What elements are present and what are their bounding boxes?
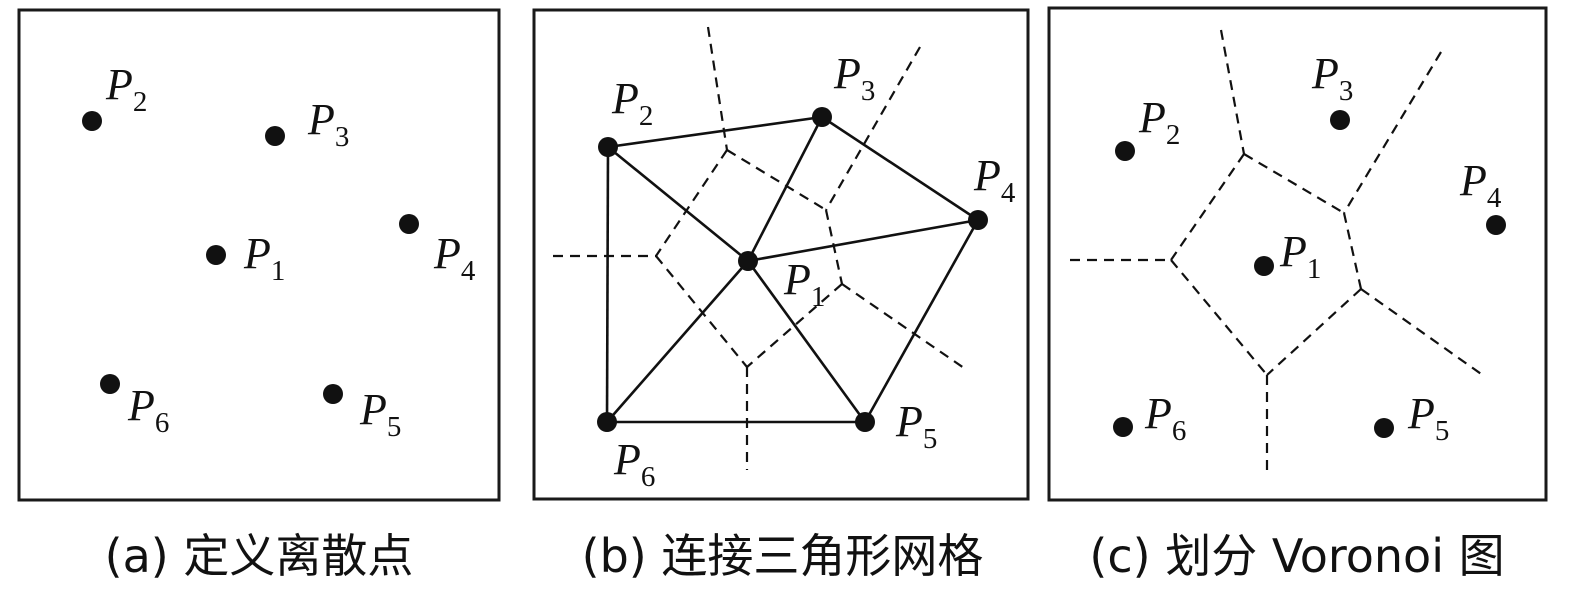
point-p4 — [1486, 215, 1506, 235]
voronoi-edge — [1342, 212, 1363, 290]
voronoi-edge — [1170, 153, 1245, 261]
panel-a-frame — [17, 8, 501, 502]
triangle-edge — [821, 115, 979, 222]
voronoi-edge — [825, 46, 921, 211]
triangle-edge — [746, 116, 824, 262]
voronoi-edge — [746, 283, 843, 368]
label-p4: P4 — [1459, 156, 1502, 214]
label-p6: P6 — [613, 435, 655, 493]
point-p1 — [738, 251, 758, 271]
voronoi-edge — [655, 149, 728, 257]
label-p1: P1 — [783, 255, 825, 313]
label-p3: P3 — [833, 49, 875, 107]
point-p2 — [82, 111, 102, 131]
point-p4 — [399, 214, 419, 234]
voronoi-edge — [1170, 259, 1268, 376]
point-p3 — [1330, 110, 1350, 130]
voronoi-edge — [1243, 153, 1345, 214]
point-p2 — [1115, 141, 1135, 161]
panel-b: P2 P3 P4 P1 P6 P5 — [532, 8, 1030, 501]
caption-panel-a: (a) 定义离散点 — [104, 529, 414, 583]
triangle-edge — [607, 145, 749, 263]
triangle-edge — [747, 218, 979, 263]
voronoi-edge — [1360, 288, 1485, 377]
caption-panel-c: (c) 划分 Voronoi 图 — [1089, 529, 1505, 583]
point-p6 — [597, 412, 617, 432]
panel-c: P2 P3 P4 P1 P6 P5 — [1047, 6, 1548, 502]
triangle-edge — [863, 219, 980, 423]
label-p2: P2 — [1138, 93, 1180, 151]
panel-a: P2 P3 P1 P4 P6 P5 — [17, 8, 501, 502]
label-p5: P5 — [359, 385, 401, 443]
voronoi-edge — [1266, 288, 1362, 376]
point-p2 — [598, 137, 618, 157]
panel-c-frame — [1047, 6, 1548, 502]
point-p6 — [100, 374, 120, 394]
point-p6 — [1113, 417, 1133, 437]
point-p1 — [206, 245, 226, 265]
label-p5: P5 — [1407, 389, 1449, 447]
label-p3: P3 — [1311, 49, 1353, 107]
label-p4: P4 — [973, 151, 1016, 209]
point-p3 — [265, 126, 285, 146]
label-p6: P6 — [127, 381, 169, 439]
label-p2: P2 — [611, 74, 653, 132]
triangle-edge — [607, 115, 823, 149]
label-p3: P3 — [307, 95, 349, 153]
point-p4 — [968, 210, 988, 230]
triangle-edge — [606, 260, 749, 423]
point-p5 — [855, 412, 875, 432]
label-p4: P4 — [433, 229, 476, 287]
label-p6: P6 — [1144, 389, 1186, 447]
point-p3 — [812, 107, 832, 127]
label-p1: P1 — [1279, 227, 1321, 285]
point-p5 — [323, 384, 343, 404]
label-p1: P1 — [243, 229, 285, 287]
voronoi-edge — [655, 255, 748, 368]
voronoi-edge — [841, 283, 965, 369]
caption-panel-b: (b) 连接三角形网格 — [581, 529, 984, 583]
triangle-edge — [605, 146, 610, 423]
point-p1 — [1254, 256, 1274, 276]
voronoi-edge — [1343, 51, 1442, 214]
voronoi-edge — [1219, 29, 1246, 155]
voronoi-edge — [824, 209, 844, 285]
point-p5 — [1374, 418, 1394, 438]
label-p5: P5 — [895, 397, 937, 455]
voronoi-edge — [726, 149, 827, 211]
triangle-edge — [746, 260, 867, 423]
label-p2: P2 — [105, 60, 147, 118]
